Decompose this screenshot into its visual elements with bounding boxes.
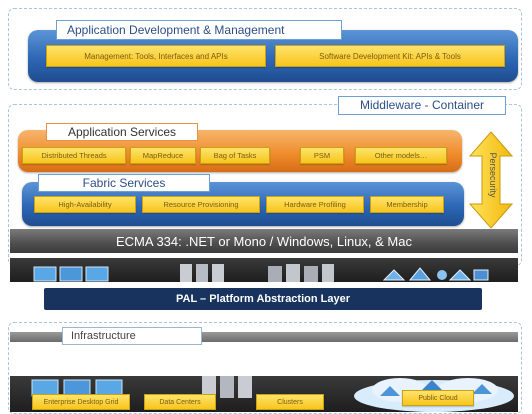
fabric-service-item: High-Availability bbox=[34, 196, 136, 213]
fabric-service-item: Membership bbox=[370, 196, 444, 213]
app-service-item: Other models… bbox=[355, 147, 447, 164]
sdk-box: Software Development Kit: APIs & Tools bbox=[275, 45, 505, 67]
app-service-item: MapReduce bbox=[130, 147, 196, 164]
fabric-service-item: Resource Provisioning bbox=[142, 196, 260, 213]
security-label: Persecurity bbox=[488, 152, 498, 198]
runtime-bar: ECMA 334: .NET or Mono / Windows, Linux,… bbox=[10, 229, 518, 253]
infra-item-desktop-grid: Enterprise Desktop Grid bbox=[32, 394, 130, 410]
app-dev-section bbox=[8, 8, 522, 90]
monitor-icon bbox=[33, 266, 109, 282]
house-icon bbox=[382, 267, 489, 281]
app-service-item: PSM bbox=[300, 147, 344, 164]
infra-item-data-centers: Data Centers bbox=[144, 394, 216, 410]
app-service-item: Bag of Tasks bbox=[200, 147, 270, 164]
fabric-services-title: Fabric Services bbox=[38, 174, 210, 192]
server-rack-icon bbox=[268, 264, 334, 282]
pal-bar: PAL – Platform Abstraction Layer bbox=[44, 288, 482, 310]
infrastructure-header-bar bbox=[10, 332, 518, 342]
mgmt-tools-box: Management: Tools, Interfaces and APIs bbox=[46, 45, 266, 67]
infra-item-clusters: Clusters bbox=[256, 394, 324, 410]
security-double-arrow-icon bbox=[468, 131, 514, 229]
app-dev-title: Application Development & Management bbox=[56, 20, 342, 40]
infra-item-public-cloud: Public Cloud bbox=[402, 390, 474, 406]
infrastructure-title: Infrastructure bbox=[62, 327, 202, 345]
app-services-title: Application Services bbox=[46, 123, 198, 141]
fabric-service-item: Hardware Profiling bbox=[266, 196, 364, 213]
server-rack-icon bbox=[180, 264, 224, 282]
middleware-title: Middleware - Container bbox=[338, 96, 506, 115]
server-rack-icon bbox=[202, 376, 252, 398]
middleware-devices-strip bbox=[10, 258, 518, 282]
app-service-item: Distributed Threads bbox=[22, 147, 126, 164]
